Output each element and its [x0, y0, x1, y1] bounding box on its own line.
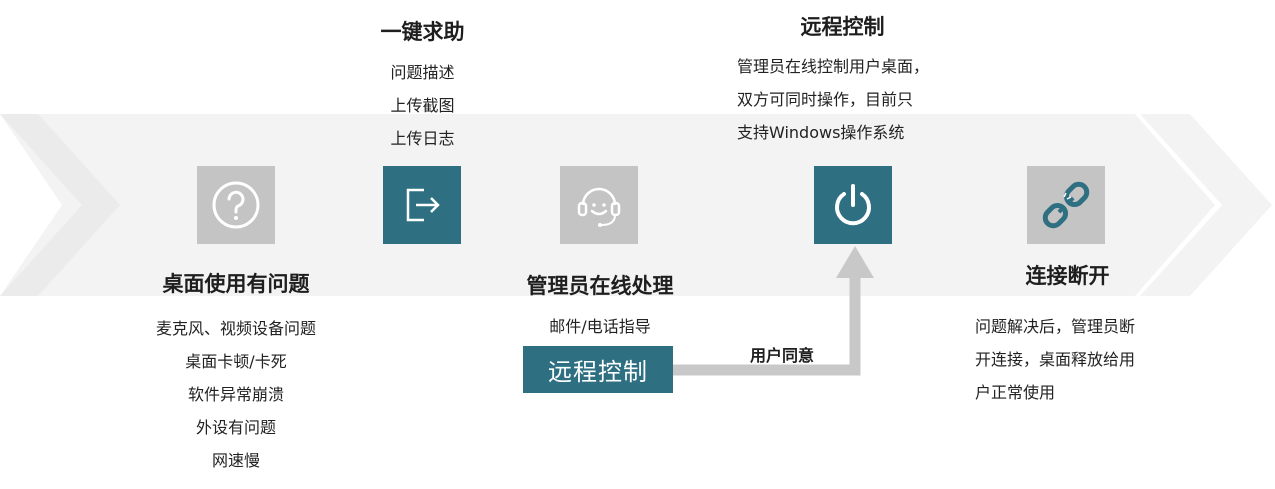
remote-control-button[interactable]: 远程控制 [523, 346, 673, 393]
power-icon [835, 184, 871, 226]
step-5-details: 问题解决后，管理员断 开连接，桌面释放给用 户正常使用 [975, 310, 1195, 409]
step-2-title: 一键求助 [380, 20, 465, 44]
step-3-icon-box [560, 166, 638, 244]
step-1-icon-box [197, 166, 275, 244]
step-5-icon-box [1027, 166, 1105, 244]
detail-line: 开连接，桌面释放给用 [975, 350, 1136, 369]
step-4-title: 远程控制 [800, 15, 885, 39]
step-2-icon-box [383, 166, 461, 244]
detail-line: 上传截图 [390, 96, 455, 115]
detail-line: 麦克风、视频设备问题 [155, 319, 316, 338]
step-1-title: 桌面使用有问题 [162, 272, 310, 296]
question-icon [212, 181, 260, 229]
user-consent-label: 用户同意 [749, 346, 814, 365]
detail-line: 网速慢 [211, 451, 260, 470]
exit-arrow-icon [406, 188, 440, 222]
step-1-details: 麦克风、视频设备问题 桌面卡顿/卡死 软件异常崩溃 外设有问题 网速慢 [136, 312, 336, 477]
detail-line: 外设有问题 [195, 418, 276, 437]
detail-line: 户正常使用 [975, 383, 1056, 402]
detail-line: 管理员在线控制用户桌面， [737, 57, 930, 76]
step-2-details: 问题描述 上传截图 上传日志 [350, 56, 495, 155]
step-4-icon-box [814, 166, 892, 244]
detail-line: 桌面卡顿/卡死 [185, 352, 287, 371]
detail-line: 邮件/电话指导 [549, 317, 651, 336]
step-3-title: 管理员在线处理 [526, 274, 674, 298]
detail-line: 双方可同时操作，目前只 [737, 90, 914, 109]
detail-line: 支持Windows操作系统 [737, 123, 905, 142]
step-4-details: 管理员在线控制用户桌面， 双方可同时操作，目前只 支持Windows操作系统 [737, 50, 977, 149]
detail-line: 问题描述 [390, 63, 455, 82]
step-5-title: 连接断开 [1025, 264, 1110, 288]
headset-icon [577, 187, 621, 227]
broken-link-icon [1042, 181, 1090, 229]
step-3-details: 邮件/电话指导 [520, 310, 680, 343]
consent-connector-arrow [673, 246, 874, 376]
detail-line: 软件异常崩溃 [187, 385, 284, 404]
detail-line: 问题解决后，管理员断 [975, 317, 1136, 336]
detail-line: 上传日志 [390, 129, 455, 148]
